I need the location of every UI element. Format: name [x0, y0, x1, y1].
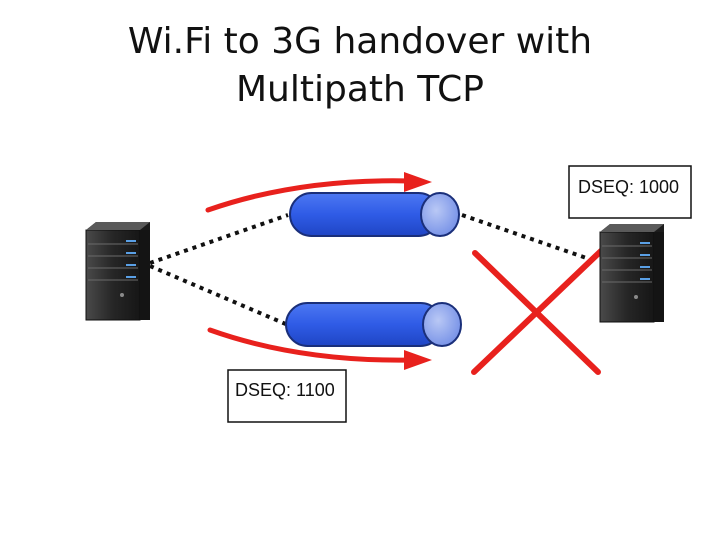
- slide-title: Wi.Fi to 3G handover with Multipath TCP: [0, 18, 720, 114]
- pipe-icon: [285, 302, 443, 347]
- link-left-top: [149, 213, 289, 265]
- arrow-icon: [205, 178, 415, 213]
- subflow-arrows: [205, 178, 415, 363]
- slide-title-line-2: Multipath TCP: [235, 69, 484, 110]
- pipe-cap-icon: [422, 302, 462, 347]
- subflow-links: [149, 213, 599, 327]
- arrow-head-icon: [404, 172, 432, 192]
- link-left-bottom: [149, 264, 289, 327]
- subflow-pipe-bottom: [285, 302, 462, 347]
- dseq-label-top: DSEQ: 1000: [578, 177, 679, 197]
- subflow-pipe-top: [289, 192, 460, 237]
- arrow-head-icon: [404, 350, 432, 370]
- arrow-icon: [207, 327, 415, 363]
- left-server-icon: [85, 222, 150, 321]
- pipe-cap-icon: [420, 192, 460, 237]
- x-mark-icon: [471, 247, 605, 375]
- dseq-label-bottom: DSEQ: 1100: [235, 380, 335, 400]
- arrow-heads: [404, 172, 432, 370]
- slide-title-line-1: Wi.Fi to 3G handover with: [127, 21, 593, 62]
- dseq-box-top: DSEQ: 1000: [568, 165, 692, 219]
- pipe-icon: [289, 192, 441, 237]
- dseq-box-bottom: DSEQ: 1100: [227, 369, 347, 423]
- right-server-icon: [599, 224, 664, 323]
- link-right-top: [461, 213, 599, 264]
